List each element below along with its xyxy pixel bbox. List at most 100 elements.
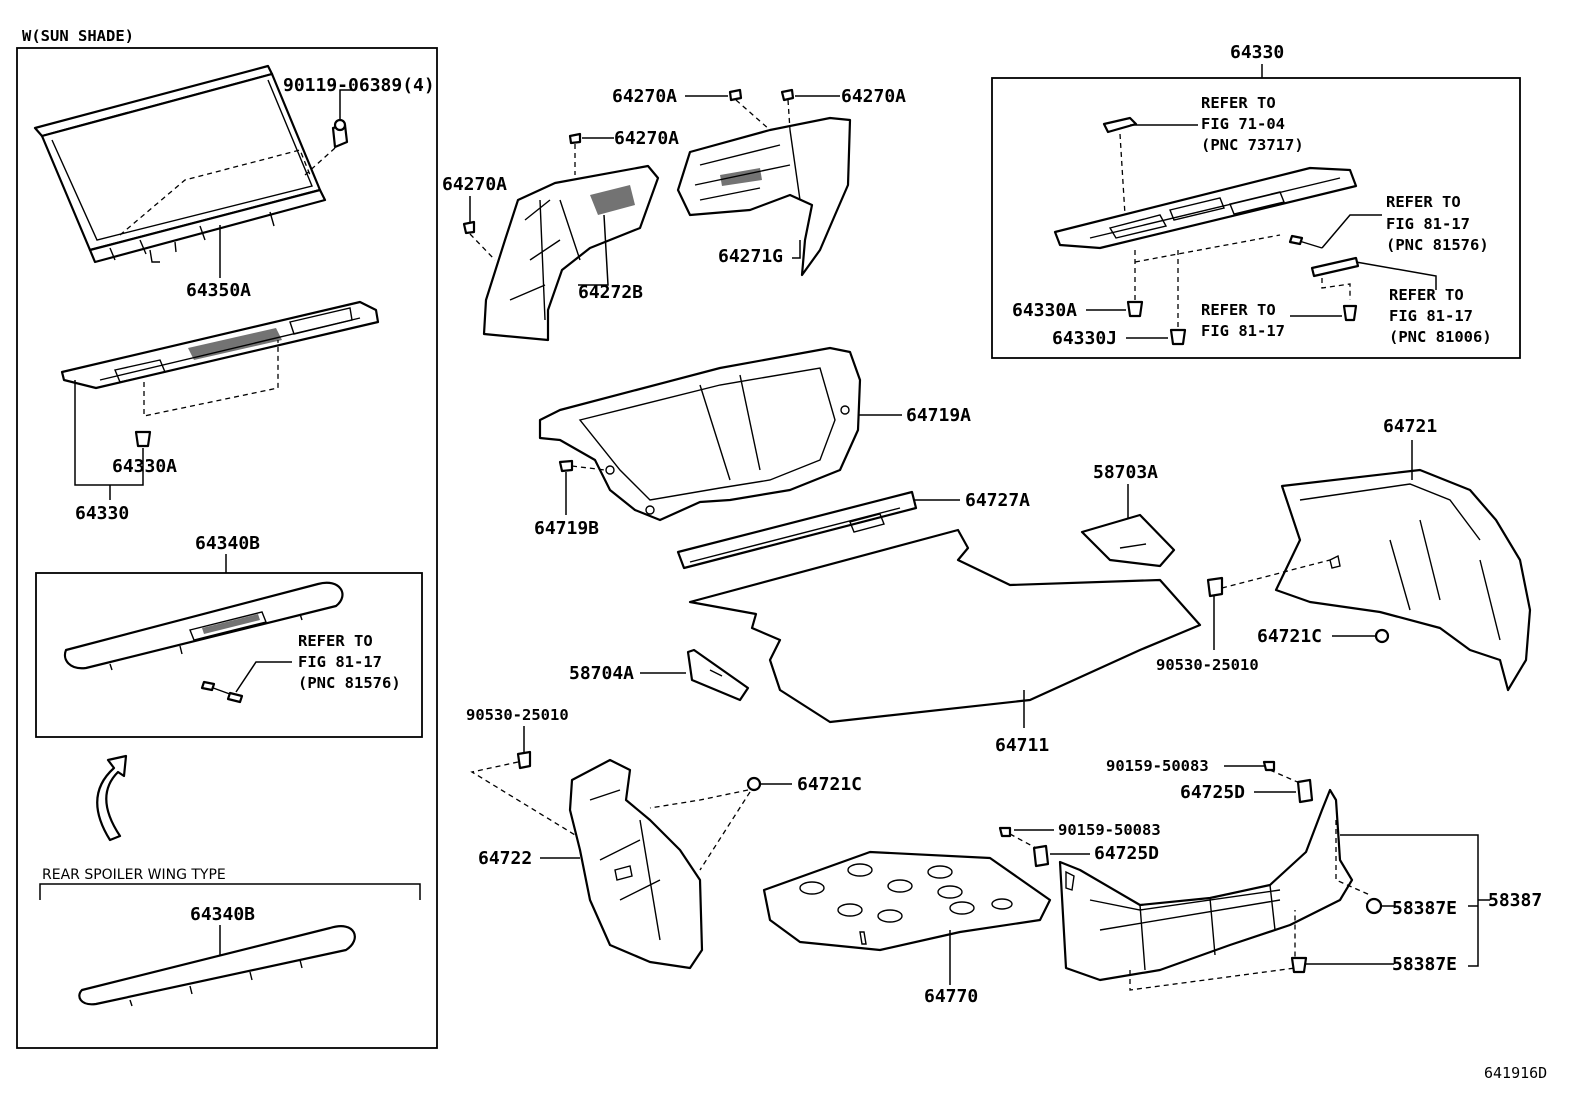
section-title-sun-shade: W(SUN SHADE) (22, 27, 134, 45)
label-64722: 64722 (478, 848, 532, 869)
svg-text:FIG 81-17: FIG 81-17 (1389, 307, 1473, 325)
clip-64330J[interactable] (1169, 328, 1187, 346)
part-64340B-shelf[interactable] (63, 581, 344, 671)
label-90530-right: 90530-25010 (1156, 656, 1259, 674)
label-90159-50083-1: 90159-50083 (1106, 757, 1209, 775)
svg-text:REFER TO: REFER TO (298, 632, 373, 650)
part-64271G-trim-right[interactable] (676, 116, 852, 277)
label-64330-left: 64330 (75, 503, 129, 524)
nut-90530-right[interactable] (1206, 576, 1224, 598)
part-64727A-sill[interactable] (676, 490, 918, 570)
svg-text:REFER TO: REFER TO (1386, 193, 1461, 211)
svg-text:FIG 71-04: FIG 71-04 (1201, 115, 1285, 133)
label-64270A-3: 64270A (614, 128, 679, 149)
part-64330-package-tray-top[interactable] (1053, 166, 1358, 250)
clip-64270A-1[interactable] (728, 88, 743, 102)
label-64725D-1: 64725D (1180, 782, 1245, 803)
label-64272B: 64272B (578, 282, 643, 303)
part-64722-side-trim-left[interactable] (568, 758, 704, 970)
clip-64330A-left[interactable] (134, 430, 152, 448)
label-64270A-2: 64270A (841, 86, 906, 107)
part-64719A-trunk-lid-trim[interactable] (538, 346, 862, 522)
direction-arrow-icon (96, 754, 128, 842)
fastener-90119-06389[interactable] (331, 118, 349, 149)
label-64719B: 64719B (534, 518, 599, 539)
label-64340B-spoiler: 64340B (190, 904, 255, 925)
clip-64270A-3[interactable] (568, 132, 582, 145)
part-58387-rear-panel-trim[interactable] (1058, 788, 1354, 982)
box-64330 (991, 77, 1521, 359)
part-64330-package-tray[interactable] (60, 300, 380, 390)
label-64725D-2: 64725D (1094, 843, 1159, 864)
ref-top-81-17: REFER TO FIG 81-17 (1201, 301, 1285, 340)
svg-text:(PNC 73717): (PNC 73717) (1201, 136, 1304, 154)
clip-64330A-right[interactable] (1126, 300, 1144, 318)
clip-64270A-2[interactable] (780, 88, 795, 102)
svg-text:(PNC 81006): (PNC 81006) (1389, 328, 1492, 346)
label-64721C-right: 64721C (1257, 626, 1322, 647)
clip-64725D-2[interactable] (1032, 844, 1050, 868)
label-64340B-box: 64340B (195, 533, 260, 554)
part-64272B-trim-left[interactable] (482, 164, 660, 342)
label-64270A-4: 64270A (442, 174, 507, 195)
label-58704A: 58704A (569, 663, 634, 684)
label-90530-left: 90530-25010 (466, 706, 569, 724)
svg-text:(PNC 81576): (PNC 81576) (298, 674, 401, 692)
part-64340B-spoiler-shelf[interactable] (78, 925, 356, 1007)
svg-text:FIG 81-17: FIG 81-17 (1201, 322, 1285, 340)
part-64721-side-trim-right[interactable] (1274, 468, 1532, 692)
label-58387E-1: 58387E (1392, 898, 1457, 919)
clip-81-17[interactable] (1342, 304, 1358, 322)
label-64330A-left: 64330A (112, 456, 177, 477)
label-90159-50083-2: 90159-50083 (1058, 821, 1161, 839)
ref-top-81006: REFER TO FIG 81-17 (PNC 81006) (1389, 286, 1492, 346)
label-64721C-left: 64721C (797, 774, 862, 795)
ref-top-73717: REFER TO FIG 71-04 (PNC 73717) (1201, 94, 1304, 154)
label-64711: 64711 (995, 735, 1049, 756)
sun-shade-panel-frame (16, 47, 438, 1049)
label-64330A-right: 64330A (1012, 300, 1077, 321)
ref-box-81576: REFER TO FIG 81-17 (PNC 81576) (298, 632, 401, 692)
wire-81576-top[interactable] (1288, 234, 1323, 249)
label-58387: 58387 (1488, 890, 1542, 911)
svg-text:REFER TO: REFER TO (1201, 301, 1276, 319)
clip-58387E-1[interactable] (1365, 897, 1383, 915)
clip-64721C-left[interactable] (746, 776, 762, 792)
svg-text:REFER TO: REFER TO (1389, 286, 1464, 304)
clip-64721C-right[interactable] (1374, 628, 1390, 644)
label-64330J: 64330J (1052, 328, 1117, 349)
bracket-81006[interactable] (1310, 256, 1360, 278)
clip-58387E-2[interactable] (1290, 956, 1308, 974)
cover-73717[interactable] (1102, 116, 1138, 134)
label-64330-top: 64330 (1230, 42, 1284, 63)
label-58703A: 58703A (1093, 462, 1158, 483)
figure-code: 641916D (1484, 1064, 1547, 1082)
label-64719A: 64719A (906, 405, 971, 426)
clip-64719B[interactable] (558, 459, 574, 473)
bolt-90159-1[interactable] (1262, 760, 1276, 772)
wire-connector-box[interactable] (200, 680, 244, 704)
svg-text:REFER TO: REFER TO (1201, 94, 1276, 112)
ref-top-81576: REFER TO FIG 81-17 (PNC 81576) (1386, 193, 1489, 254)
part-64711-floor-mat[interactable] (688, 528, 1202, 724)
clip-64725D-1[interactable] (1296, 778, 1314, 804)
nut-90530-left[interactable] (516, 750, 532, 770)
label-64721: 64721 (1383, 416, 1437, 437)
label-64271G: 64271G (718, 246, 783, 267)
box-64340B (35, 572, 423, 738)
part-58703A-pad[interactable] (1080, 513, 1176, 568)
label-58387E-2: 58387E (1392, 954, 1457, 975)
label-64727A: 64727A (965, 490, 1030, 511)
svg-text:(PNC 81576): (PNC 81576) (1386, 236, 1489, 254)
section-title-rear-spoiler: REAR SPOILER WING TYPE (42, 867, 226, 883)
svg-text:FIG 81-17: FIG 81-17 (1386, 215, 1470, 233)
label-64270A-1: 64270A (612, 86, 677, 107)
label-90119-06389: 90119-06389(4) (283, 75, 435, 96)
bolt-90159-2[interactable] (998, 826, 1012, 838)
part-58704A-pad[interactable] (686, 648, 750, 702)
label-64350A: 64350A (186, 280, 251, 301)
part-64350A-sun-shade[interactable] (33, 64, 327, 264)
clip-64270A-4[interactable] (462, 220, 476, 235)
part-64770-trunk-board[interactable] (762, 850, 1052, 952)
